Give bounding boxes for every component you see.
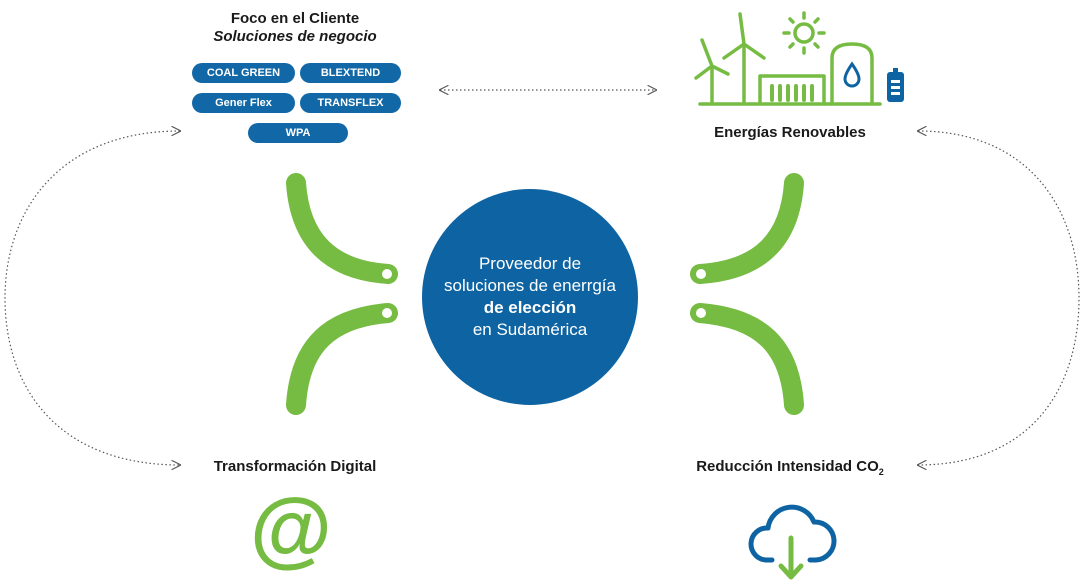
bottom-right-title: Reducción Intensidad CO2 [680,458,900,477]
center-line-3: de elección [483,298,577,317]
pill-transflex[interactable]: TRANSFLEX [300,93,401,113]
top-left-title: Foco en el Cliente [230,10,360,27]
arc-bottom-left [286,303,398,415]
center-line-1: Proveedor de [478,254,582,273]
center-circle: Proveedor de soluciones de enerrgía de e… [422,189,638,405]
connector-right [918,131,1080,465]
arc-bottom-right [690,303,804,415]
arc-dot [696,308,706,318]
battery-icon [887,68,904,102]
top-left-subtitle: Soluciones de negocio [213,28,377,45]
arc-dot [696,269,706,279]
connector-left [4,131,180,465]
arc-top-left [286,173,398,284]
water-drop-icon [843,61,861,88]
at-sign-icon: @ [250,481,332,575]
center-line-2: soluciones de enerrgía [443,276,616,295]
pill-wpa[interactable]: WPA [248,123,348,143]
arc-dot [382,269,392,279]
bottom-right-title-text: Reducción Intensidad CO [696,458,879,475]
pill-blextend[interactable]: BLEXTEND [300,63,401,83]
pill-coal-green[interactable]: COAL GREEN [192,63,295,83]
renewables-icon [694,11,882,106]
top-right-title: Energías Renovables [714,124,866,141]
arc-top-right [690,173,804,284]
arc-dot [382,308,392,318]
bottom-right-title-subscript: 2 [878,467,884,477]
center-line-4: en Sudamérica [472,320,588,339]
cloud-download-icon [748,504,837,580]
bottom-left-title: Transformación Digital [213,458,377,475]
pill-gener-flex[interactable]: Gener Flex [192,93,295,113]
